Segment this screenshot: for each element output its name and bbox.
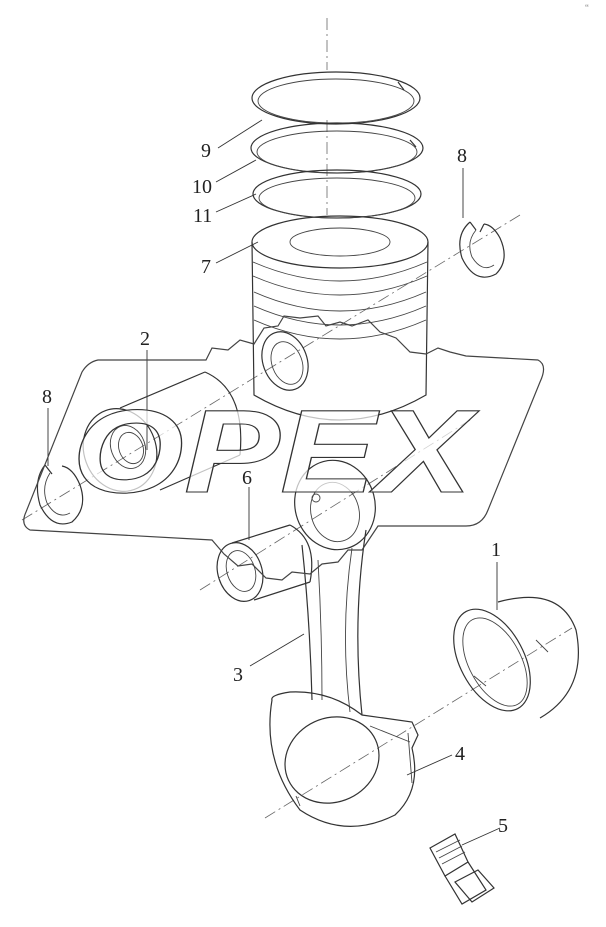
callout-7: 7 [201, 256, 211, 278]
assembly-axes [21, 18, 573, 819]
corner-mark: ‘‘ [585, 3, 589, 13]
callout-11: 11 [193, 205, 212, 227]
callout-8-left: 8 [42, 386, 52, 408]
circlip-8-right [459, 221, 505, 278]
piston-ring-9 [251, 71, 421, 125]
bolt-5 [429, 833, 495, 905]
callout-2: 2 [140, 328, 150, 350]
leader-lines [47, 119, 501, 846]
callout-3: 3 [233, 664, 243, 686]
callout-8-right: 8 [457, 145, 467, 167]
callout-6: 6 [242, 467, 252, 489]
callout-5: 5 [498, 815, 508, 837]
opex-watermark-logo: OPEX [23, 315, 545, 581]
callout-1: 1 [491, 539, 501, 561]
watermark-text: OPEX [72, 386, 480, 518]
callout-4: 4 [455, 743, 465, 765]
callout-9: 9 [201, 140, 211, 162]
connecting-rod-3 [269, 459, 419, 827]
bushing-6 [216, 524, 313, 602]
callout-10: 10 [192, 176, 212, 198]
circlip-8-left [36, 464, 84, 525]
piston-pin-2 [82, 371, 242, 492]
piston-ring-11 [252, 169, 422, 219]
piston-7 [251, 215, 429, 421]
piston-ring-10 [250, 122, 424, 174]
bearing-shell-1 [453, 596, 579, 719]
callouts: 9 10 11 7 8 2 8 6 1 3 4 5 [42, 140, 508, 837]
